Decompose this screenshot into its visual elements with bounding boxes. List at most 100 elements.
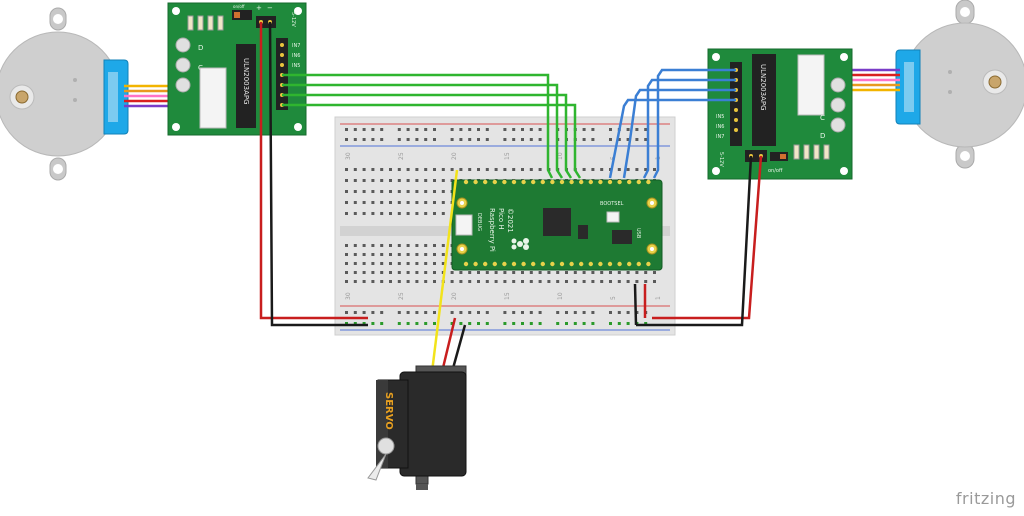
col-label: 5 [610,296,617,300]
pico-header-pins [463,179,651,267]
pin-label-in7: IN7 [716,134,724,140]
breadboard-hole [415,179,419,182]
breadboard-hole [635,138,639,141]
col-label: 15 [504,292,511,300]
breadboard-hole [468,322,472,325]
breadboard-hole [635,168,639,171]
breadboard-hole [609,280,612,283]
pico-pin [531,261,536,267]
breadboard-hole [362,280,366,283]
breadboard-hole [503,322,507,325]
breadboard-hole [441,179,445,182]
breadboard-hole [389,262,392,265]
breadboard-hole [441,201,445,204]
breadboard-hole [397,168,401,171]
breadboard-hole [538,168,542,171]
breadboard-hole [468,138,472,141]
breadboard-hole [415,138,419,141]
col-label: 25 [398,292,405,300]
breadboard-hole [459,322,463,325]
breadboard-hole [424,128,428,131]
bootsel-button[interactable] [606,211,620,223]
breadboard-hole [450,138,454,141]
servo-horn [377,437,395,455]
breadboard-hole [644,128,648,131]
breadboard-hole [556,271,560,274]
breadboard-hole [353,128,357,131]
breadboard-hole [353,212,357,215]
breadboard-hole [582,168,586,171]
pico-pin [550,261,555,267]
pico-pin [569,179,574,185]
breadboard-hole [345,128,348,131]
breadboard-hole [450,311,454,314]
breadboard-hole [433,311,436,314]
breadboard-hole [459,138,463,141]
pico-year: ©2021 [506,208,514,233]
breadboard-hole [617,280,621,283]
breadboard-hole [485,138,489,141]
breadboard-hole [591,280,595,283]
breadboard-hole [600,271,604,274]
breadboard-hole [556,280,560,283]
pico-pin [492,179,497,185]
breadboard-hole [397,212,401,215]
breadboard-hole [521,138,524,141]
breadboard-hole [617,311,621,314]
breadboard-hole [415,201,419,204]
bootsel-label: BOOTSEL [600,201,624,207]
breadboard-hole [573,271,577,274]
breadboard-hole [424,212,428,215]
pico-pin [627,261,632,267]
breadboard-hole [424,190,428,193]
power-label: on/off [768,168,783,174]
breadboard-hole [459,311,463,314]
pico-pin [646,179,651,185]
breadboard-hole [459,280,463,283]
breadboard-hole [424,271,428,274]
breadboard-hole [397,138,401,141]
breadboard-hole [371,168,375,171]
breadboard-hole [609,322,612,325]
breadboard-hole [512,271,516,274]
rp2040-chip [543,208,571,236]
breadboard-hole [626,271,630,274]
breadboard-hole [582,280,586,283]
breadboard-hole [380,311,384,314]
pico-pin [521,261,526,267]
pico-pin [646,261,651,267]
breadboard-hole [406,138,410,141]
breadboard-hole [380,280,384,283]
breadboard-hole [468,280,472,283]
breadboard-hole [529,168,533,171]
breadboard-hole [362,212,366,215]
breadboard-hole [433,179,436,182]
pico-name-line2: Pico H [497,208,505,230]
breadboard-hole [477,128,480,131]
breadboard-hole [362,262,366,265]
breadboard-hole [424,138,428,141]
pico-pin [559,261,565,267]
breadboard-hole [485,168,489,171]
breadboard-hole [415,253,419,256]
pico-pin [598,261,603,267]
breadboard-hole [389,201,392,204]
breadboard-hole [521,322,524,325]
pico-pin [483,261,488,267]
breadboard-hole [503,311,507,314]
chip-label: ULN2003APG [759,64,767,111]
pico-pin [559,179,565,185]
breadboard-hole [380,201,384,204]
breadboard-hole [477,311,480,314]
breadboard-hole [609,311,612,314]
breadboard-hole [521,280,524,283]
breadboard-hole [424,201,428,204]
breadboard-hole [644,322,648,325]
breadboard-hole [389,280,392,283]
breadboard-hole [591,168,595,171]
pico-pin [636,261,641,267]
breadboard-hole [371,253,375,256]
breadboard-hole [415,271,419,274]
breadboard-hole [433,253,436,256]
col-label: 10 [557,152,564,160]
